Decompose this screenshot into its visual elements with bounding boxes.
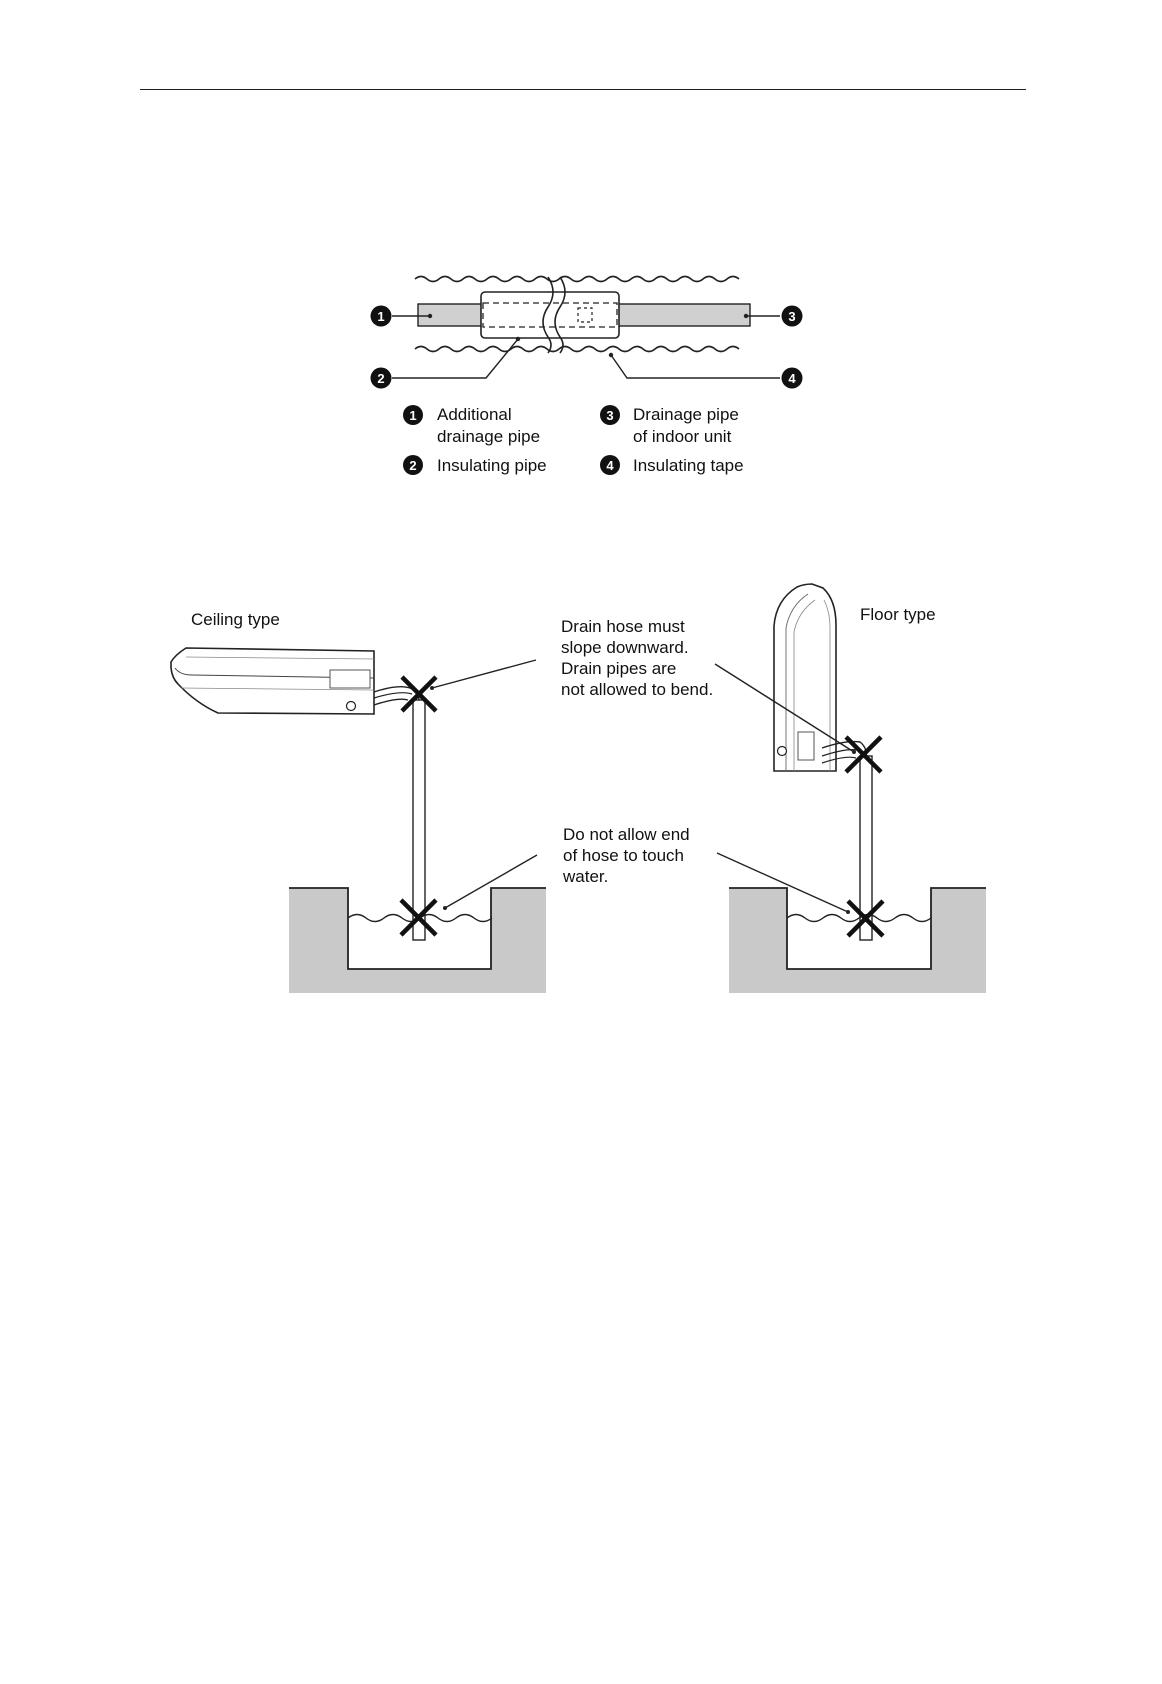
ceiling-type-label: Ceiling type — [191, 610, 280, 629]
svg-text:1: 1 — [377, 309, 384, 324]
floor-indoor-unit — [774, 584, 836, 771]
svg-text:of hose to touch: of hose to touch — [563, 846, 684, 865]
svg-text:slope downward.: slope downward. — [561, 638, 689, 657]
legend-item-additional-drainage-pipe: 1 Additional drainage pipe — [403, 405, 540, 446]
water-note: Do not allow end of hose to touch water. — [562, 825, 690, 886]
slope-note: Drain hose must slope downward. Drain pi… — [561, 617, 713, 699]
legend-item-insulating-tape: 4 Insulating tape — [600, 455, 744, 475]
floor-water-basin — [729, 888, 986, 993]
marker-4: 4 — [782, 368, 803, 389]
svg-text:drainage pipe: drainage pipe — [437, 427, 540, 446]
ceiling-vertical-drain-pipe — [413, 700, 425, 940]
svg-text:Drain pipes are: Drain pipes are — [561, 659, 676, 678]
svg-text:2: 2 — [377, 371, 384, 386]
svg-text:not allowed to bend.: not allowed to bend. — [561, 680, 713, 699]
svg-text:Drainage pipe: Drainage pipe — [633, 405, 739, 424]
svg-text:of indoor unit: of indoor unit — [633, 427, 732, 446]
floor-type-label: Floor type — [860, 605, 936, 624]
svg-text:Drain hose must: Drain hose must — [561, 617, 685, 636]
pipe-connection-diagram: 1 3 2 4 1 Additional drainage pipe 3 Dra… — [371, 277, 803, 476]
svg-text:water.: water. — [562, 867, 608, 886]
slope-note-leader-left — [432, 660, 536, 688]
svg-text:4: 4 — [606, 458, 614, 473]
ceiling-indoor-unit — [171, 648, 374, 714]
svg-text:Do not allow end: Do not allow end — [563, 825, 690, 844]
marker-3: 3 — [782, 306, 803, 327]
svg-text:1: 1 — [409, 408, 416, 423]
marker-1: 1 — [371, 306, 392, 327]
svg-text:Additional: Additional — [437, 405, 512, 424]
legend-item-drainage-pipe-indoor: 3 Drainage pipe of indoor unit — [600, 405, 739, 446]
svg-text:4: 4 — [788, 371, 796, 386]
svg-text:Insulating tape: Insulating tape — [633, 456, 744, 475]
svg-text:2: 2 — [409, 458, 416, 473]
insulating-tape-bottom-wave — [415, 347, 739, 352]
leader-4 — [611, 355, 780, 378]
insulating-pipe-sleeve — [481, 292, 619, 338]
svg-text:Insulating pipe: Insulating pipe — [437, 456, 547, 475]
leader-2 — [392, 339, 518, 378]
insulating-tape-top-wave — [415, 277, 739, 282]
drain-slope-diagram: Ceiling type Floor — [171, 584, 986, 993]
svg-text:3: 3 — [788, 309, 795, 324]
legend-item-insulating-pipe: 2 Insulating pipe — [403, 455, 547, 475]
svg-text:3: 3 — [606, 408, 613, 423]
marker-2: 2 — [371, 368, 392, 389]
